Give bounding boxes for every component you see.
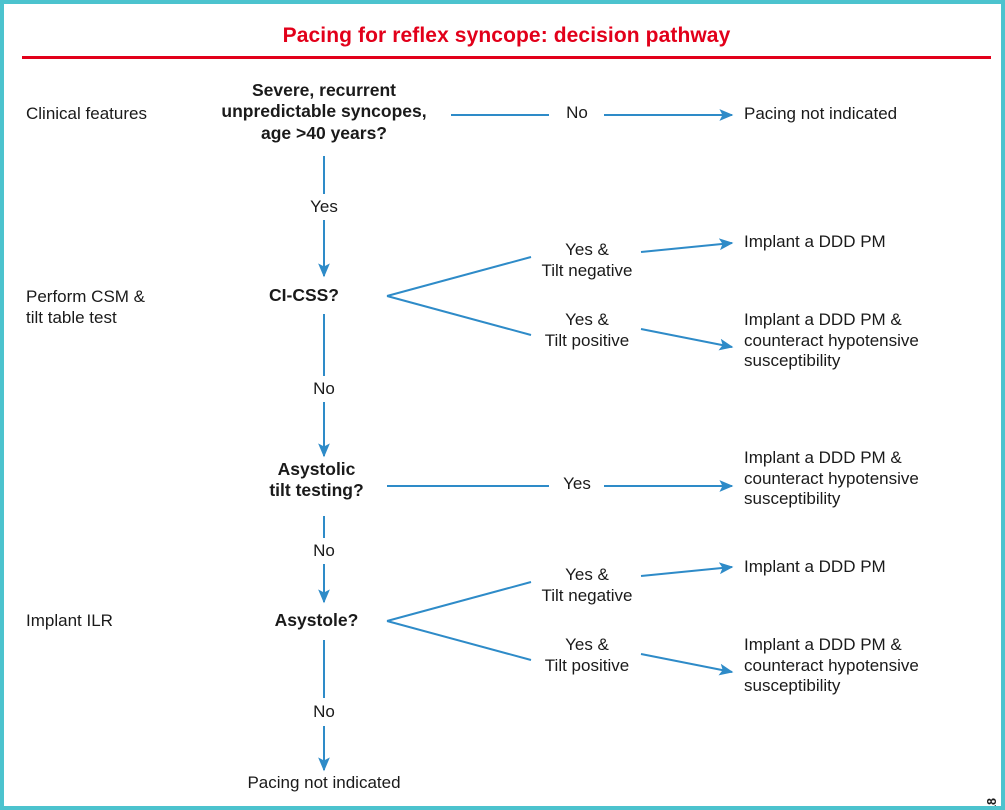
copyright-notice: ©ESC 2018	[985, 798, 999, 806]
edge-label-asystole-yes-tilt-positive: Yes & Tilt positive	[531, 635, 643, 676]
decision-node-asystolic-tilt-testing: Asystolic tilt testing?	[244, 459, 389, 502]
edge-label-asystole-tiltpos-line1: Yes &	[565, 635, 609, 654]
edge-label-asystolic-no: No	[313, 541, 335, 560]
outcome-implant-ddd-pm-counteract-2: Implant a DDD PM & counteract hypotensiv…	[744, 448, 994, 510]
edge-cicss-tiltpos-segment-a	[386, 295, 532, 336]
edge-label-asystole-tiltneg-line2: Tilt negative	[541, 585, 633, 605]
outcome-pacing-not-indicated-top: Pacing not indicated	[744, 104, 898, 123]
edge-label-cicss-yes-tilt-positive: Yes & Tilt positive	[531, 310, 643, 351]
decision-asystolic-line2: tilt testing?	[269, 480, 364, 501]
edge-label-asystolic-yes: Yes	[563, 474, 591, 493]
edge-label-cicss-tiltpos-line1: Yes &	[565, 310, 609, 329]
decision-severe-line1: Severe, recurrent	[252, 80, 396, 100]
edge-label-asystole-tiltpos-line2: Tilt positive	[544, 655, 630, 675]
decision-node-ci-css: CI-CSS?	[269, 285, 339, 305]
decision-severe-line3: age >40 years?	[261, 122, 387, 143]
edge-label-cicss-tiltneg-line2: Tilt negative	[541, 260, 633, 280]
outcome-2-line3: susceptibility	[744, 489, 841, 509]
edge-asystole-tiltneg-segment-b	[640, 562, 734, 577]
decision-severe-line2: unpredictable syncopes,	[221, 101, 427, 122]
edge-cicss-tiltneg-segment-b	[640, 238, 734, 253]
flow-arrows-layer	[318, 109, 734, 772]
edge-asystole-tiltpos-segment-a	[386, 620, 532, 661]
outcome-2-line1: Implant a DDD PM &	[744, 448, 902, 467]
stage-label-implant-ilr: Implant ILR	[26, 611, 113, 630]
decision-node-severe-recurrent-syncopes: Severe, recurrent unpredictable syncopes…	[184, 80, 464, 144]
stage-label-perform-csm-line1: Perform CSM &	[26, 287, 146, 306]
edge-cicss-tiltneg-segment-a	[386, 256, 532, 297]
decision-asystolic-line1: Asystolic	[277, 459, 356, 479]
stage-label-perform-csm: Perform CSM & tilt table test	[26, 287, 216, 328]
outcome-3-line2: counteract hypotensive	[744, 655, 919, 675]
edge-label-cicss-no: No	[313, 379, 335, 398]
decision-node-asystole: Asystole?	[274, 610, 359, 630]
edge-asystole-tiltneg-segment-a	[386, 581, 532, 622]
edge-label-asystole-tiltneg-line1: Yes &	[565, 565, 609, 584]
outcome-3-line1: Implant a DDD PM &	[744, 635, 902, 654]
outcome-implant-ddd-pm-counteract-3: Implant a DDD PM & counteract hypotensiv…	[744, 635, 994, 697]
edge-label-cicss-tiltneg-line1: Yes &	[565, 240, 609, 259]
outcome-1-line3: susceptibility	[744, 351, 841, 371]
outcome-pacing-not-indicated-bottom: Pacing not indicated	[247, 773, 401, 792]
stage-label-perform-csm-line2: tilt table test	[26, 307, 117, 327]
outcome-1-line2: counteract hypotensive	[744, 330, 919, 350]
outcome-implant-ddd-pm-counteract-1: Implant a DDD PM & counteract hypotensiv…	[744, 310, 994, 372]
edge-label-cicss-tiltpos-line2: Tilt positive	[544, 330, 630, 350]
outcome-2-line2: counteract hypotensive	[744, 468, 919, 488]
stage-label-clinical-features: Clinical features	[26, 104, 147, 123]
outcome-3-line3: susceptibility	[744, 676, 841, 696]
edge-label-cicss-yes-tilt-negative: Yes & Tilt negative	[531, 240, 643, 281]
edge-label-root-no: No	[566, 103, 588, 122]
outcome-implant-ddd-pm-2: Implant a DDD PM	[744, 557, 886, 576]
edge-cicss-tiltpos-segment-b	[640, 328, 734, 351]
edge-label-asystole-no: No	[313, 702, 335, 721]
title-divider	[22, 56, 991, 59]
edge-label-root-yes: Yes	[310, 197, 338, 216]
figure-title: Pacing for reflex syncope: decision path…	[282, 24, 731, 47]
edge-asystole-tiltpos-segment-b	[640, 653, 734, 676]
outcome-implant-ddd-pm-1: Implant a DDD PM	[744, 232, 886, 251]
outcome-1-line1: Implant a DDD PM &	[744, 310, 902, 329]
edge-label-asystole-yes-tilt-negative: Yes & Tilt negative	[531, 565, 643, 606]
